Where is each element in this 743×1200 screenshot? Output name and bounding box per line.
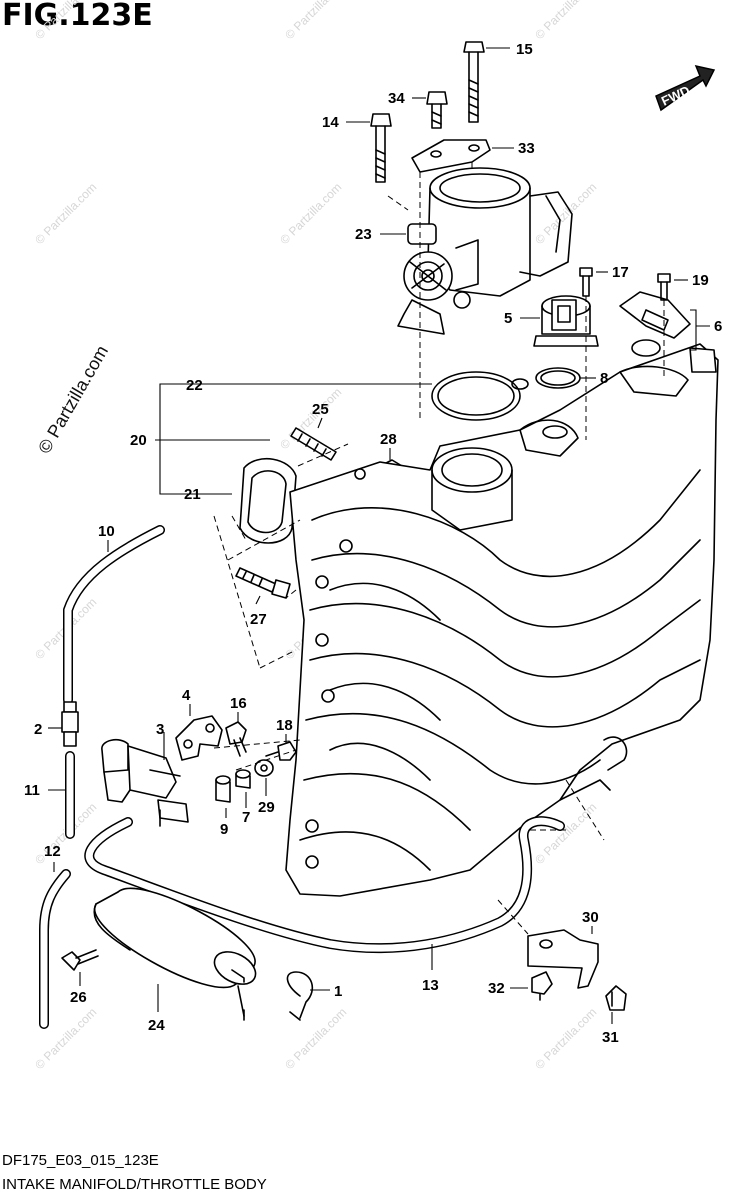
callout-23: 23 — [355, 226, 372, 243]
callout-8: 8 — [600, 370, 608, 387]
idle-air-valve-5-icon — [533, 295, 599, 347]
bolt-19-icon — [657, 273, 671, 301]
bolt-15-icon — [463, 41, 485, 123]
callout-9: 9 — [220, 821, 228, 838]
canister-24-icon — [93, 887, 257, 1021]
bolt-17-icon — [579, 267, 593, 297]
bolt-18-icon — [265, 741, 297, 761]
map-sensor-6-icon — [619, 291, 691, 357]
grommet-9-icon — [215, 775, 231, 803]
solenoid-valve-3-icon — [101, 738, 189, 827]
fwd-badge: FWD — [655, 64, 716, 112]
watermark: © Partzilla.com — [532, 1005, 599, 1072]
callout-numbers: 15 34 14 33 23 17 19 5 6 8 22 25 20 28 2… — [24, 41, 722, 1046]
bolt-14-icon — [370, 113, 392, 183]
callout-11: 11 — [24, 782, 40, 799]
watermark: © Partzilla.com — [532, 180, 599, 247]
callout-29: 29 — [258, 799, 275, 816]
callout-3: 3 — [156, 721, 164, 738]
leader-lines — [48, 47, 710, 1024]
throttle-body-23-icon — [397, 167, 573, 335]
bolt-16-icon — [225, 721, 247, 757]
bolt-27-icon — [235, 567, 291, 599]
figure-code: DF175_E03_015_123E — [2, 1152, 159, 1169]
clip-1-icon — [286, 971, 314, 1021]
callout-33: 33 — [518, 140, 535, 157]
callout-28: 28 — [380, 431, 397, 448]
figure-title: FIG.123E — [2, 0, 153, 33]
callout-1: 1 — [334, 983, 342, 1000]
bolt-32-icon — [531, 971, 553, 1001]
bracket-4-icon — [175, 715, 223, 761]
watermark: © Partzilla.com — [282, 0, 349, 42]
svg-text:FWD: FWD — [659, 83, 692, 109]
bolt-34-icon — [426, 91, 448, 129]
callout-17: 17 — [612, 264, 629, 281]
callout-18: 18 — [276, 717, 293, 734]
callout-22: 22 — [186, 377, 203, 394]
washer-29-icon — [254, 759, 274, 777]
figure-caption: INTAKE MANIFOLD/THROTTLE BODY — [2, 1176, 267, 1193]
hose-10-icon — [63, 525, 165, 705]
gasket-33-icon — [411, 139, 491, 173]
hose-12-icon — [39, 869, 71, 1029]
callout-10: 10 — [98, 523, 115, 540]
callout-7: 7 — [242, 809, 250, 826]
watermark: © Partzilla.com — [282, 1005, 349, 1072]
stud-25-icon — [290, 427, 337, 461]
callout-21: 21 — [184, 486, 201, 503]
joint-2-icon — [61, 701, 79, 747]
callout-20: 20 — [130, 432, 147, 449]
watermark: © Partzilla.com — [32, 0, 99, 42]
hose-13-icon — [84, 816, 565, 954]
intake-manifold-icon — [285, 343, 719, 897]
gasket-22-icon — [431, 371, 529, 421]
callout-14: 14 — [322, 114, 339, 131]
clip-31-icon — [605, 985, 627, 1011]
bolt-26-icon — [61, 949, 99, 971]
side-watermark: © Partzilla.com — [34, 342, 112, 457]
callout-30: 30 — [582, 909, 599, 926]
callout-24: 24 — [148, 1017, 165, 1034]
callout-32: 32 — [488, 980, 505, 997]
callout-4: 4 — [182, 687, 191, 704]
watermark: © Partzilla.com — [32, 180, 99, 247]
callout-13: 13 — [422, 977, 439, 994]
bracket-30-icon — [527, 929, 599, 989]
callout-5: 5 — [504, 310, 512, 327]
o-ring-8-icon — [535, 367, 581, 389]
callout-19: 19 — [692, 272, 709, 289]
callout-26: 26 — [70, 989, 87, 1006]
callout-16: 16 — [230, 695, 247, 712]
collar-7-icon — [235, 769, 251, 789]
callout-31: 31 — [602, 1029, 619, 1046]
callout-2: 2 — [34, 721, 42, 738]
gasket-21-icon — [239, 458, 297, 544]
watermark: © Partzilla.com — [277, 180, 344, 247]
callout-15: 15 — [516, 41, 533, 58]
callout-34: 34 — [388, 90, 405, 107]
watermark: © Partzilla.com — [532, 0, 599, 42]
assembly-guide-lines — [213, 162, 665, 935]
callout-12: 12 — [44, 843, 61, 860]
callout-6: 6 — [714, 318, 722, 335]
callout-25: 25 — [312, 401, 329, 418]
callout-27: 27 — [250, 611, 267, 628]
